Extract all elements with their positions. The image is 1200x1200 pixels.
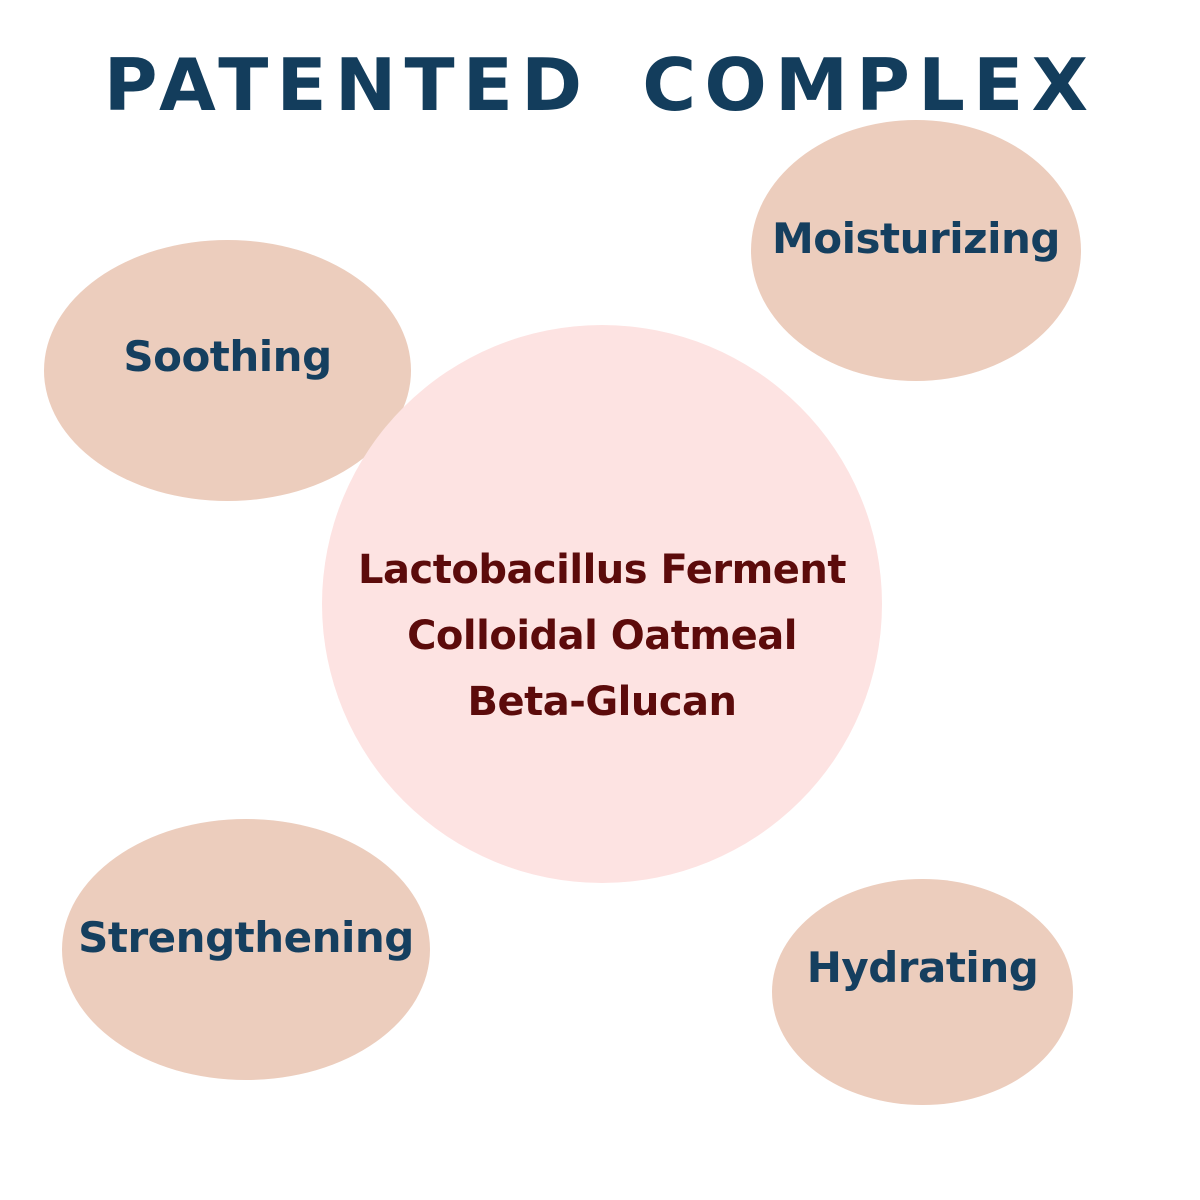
ingredient-colloidal-oatmeal: Colloidal Oatmeal: [407, 613, 797, 659]
ingredient-beta-glucan: Beta-Glucan: [467, 679, 737, 725]
benefit-bubble-strengthening: Strengthening: [62, 819, 430, 1080]
page-title: PATENTED COMPLEX: [103, 43, 1097, 127]
center-ingredient-circle: Lactobacillus Ferment Colloidal Oatmeal …: [322, 325, 882, 883]
benefit-bubble-hydrating: Hydrating: [772, 879, 1073, 1105]
benefit-bubble-soothing: Soothing: [44, 240, 411, 501]
benefit-label-moisturizing: Moisturizing: [772, 214, 1060, 263]
benefit-bubble-moisturizing: Moisturizing: [751, 120, 1081, 381]
ingredient-lactobacillus-ferment: Lactobacillus Ferment: [358, 547, 846, 593]
benefit-label-soothing: Soothing: [123, 332, 332, 381]
ingredient-list: Lactobacillus Ferment Colloidal Oatmeal …: [322, 537, 882, 735]
benefit-label-hydrating: Hydrating: [806, 943, 1039, 992]
benefit-label-strengthening: Strengthening: [78, 913, 414, 962]
